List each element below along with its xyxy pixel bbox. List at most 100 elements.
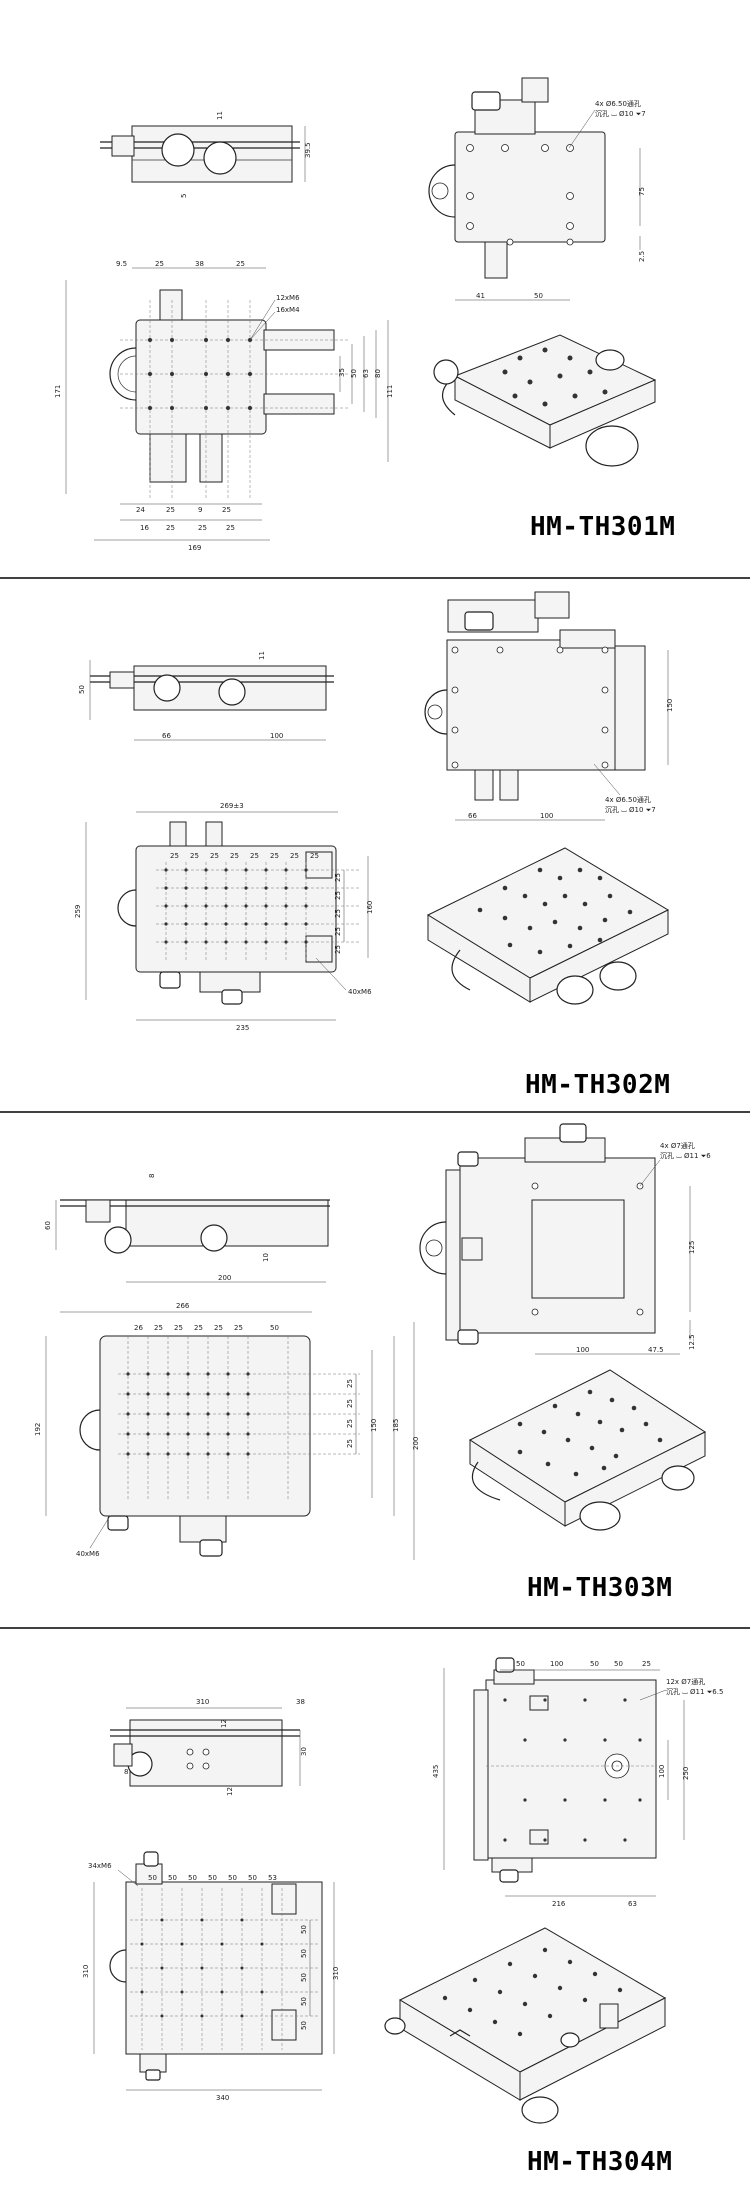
- svg-text:25: 25: [250, 852, 259, 860]
- th303m-top-view: 266 26 25 25 25 25 25 50: [34, 1302, 420, 1560]
- svg-text:50: 50: [300, 1925, 308, 1934]
- svg-text:50: 50: [300, 2021, 308, 2030]
- svg-text:25: 25: [214, 1324, 223, 1332]
- th302m-top-view: 269±3 25 25 25 25 25 25 25 25: [74, 802, 374, 1032]
- svg-text:4x Ø6.50通孔: 4x Ø6.50通孔: [605, 795, 651, 804]
- svg-text:25: 25: [642, 1660, 651, 1668]
- section-hm-th302m: 50 11 66 100 269±3 25 25 25 25: [74, 591, 674, 1100]
- section-hm-th304m: 310 38 30 12 12 8 34xM6: [82, 1657, 723, 2177]
- svg-text:50: 50: [208, 1874, 217, 1882]
- svg-text:171: 171: [54, 385, 62, 398]
- svg-text:50: 50: [300, 1973, 308, 1982]
- svg-text:25: 25: [230, 852, 239, 860]
- svg-text:12: 12: [220, 1719, 228, 1728]
- svg-text:235: 235: [236, 1024, 249, 1032]
- svg-text:100: 100: [576, 1346, 589, 1354]
- svg-text:25: 25: [234, 1324, 243, 1332]
- svg-text:310: 310: [332, 1967, 340, 1980]
- svg-text:34xM6: 34xM6: [88, 1862, 112, 1870]
- svg-text:25: 25: [346, 1379, 354, 1388]
- svg-text:25: 25: [270, 852, 279, 860]
- svg-text:66: 66: [162, 732, 171, 740]
- svg-text:11: 11: [216, 111, 224, 120]
- svg-text:25: 25: [236, 260, 245, 268]
- svg-text:沉孔 ⌴ Ø10 ⏷7: 沉孔 ⌴ Ø10 ⏷7: [605, 806, 656, 814]
- svg-text:16xM4: 16xM4: [276, 306, 300, 314]
- svg-text:50: 50: [270, 1324, 279, 1332]
- svg-text:50: 50: [188, 1874, 197, 1882]
- svg-text:340: 340: [216, 2094, 229, 2102]
- svg-text:8: 8: [124, 1768, 128, 1776]
- svg-text:25: 25: [346, 1419, 354, 1428]
- svg-text:50: 50: [516, 1660, 525, 1668]
- svg-text:25: 25: [155, 260, 164, 268]
- th304m-side-view: 310 38 30 12 12 8: [110, 1698, 308, 1796]
- svg-text:50: 50: [534, 292, 543, 300]
- th303m-side-view: 60 8 200 10: [44, 1174, 330, 1283]
- svg-text:50: 50: [78, 685, 86, 694]
- svg-text:26: 26: [134, 1324, 143, 1332]
- section-hm-th301m: 39.5 11 5 9.5 25 38 25: [54, 77, 675, 552]
- th303m-iso-view: [468, 1369, 707, 1531]
- svg-text:150: 150: [370, 1419, 378, 1432]
- svg-text:4x Ø7通孔: 4x Ø7通孔: [660, 1141, 695, 1150]
- svg-text:25: 25: [334, 927, 342, 936]
- svg-text:310: 310: [196, 1698, 209, 1706]
- svg-text:25: 25: [222, 506, 231, 514]
- svg-text:9.5: 9.5: [116, 260, 127, 268]
- svg-text:100: 100: [658, 1765, 666, 1778]
- svg-text:435: 435: [432, 1765, 440, 1778]
- svg-text:47.5: 47.5: [648, 1346, 664, 1354]
- svg-text:25: 25: [194, 1324, 203, 1332]
- svg-text:25: 25: [174, 1324, 183, 1332]
- svg-text:50: 50: [350, 369, 358, 378]
- svg-text:169: 169: [188, 544, 201, 552]
- svg-text:24: 24: [136, 506, 145, 514]
- svg-text:80: 80: [374, 369, 382, 378]
- th303m-end-view: 4x Ø7通孔 沉孔 ⌴ Ø11 ⏷6 125 12.5 100 47.5: [419, 1123, 711, 1355]
- th301m-end-view: 4x Ø6.50通孔 沉孔 ⌴ Ø10 ⏷7 75 2.5 41 50: [428, 77, 646, 301]
- svg-text:25: 25: [346, 1399, 354, 1408]
- svg-text:沉孔 ⌴ Ø11 ⏷6: 沉孔 ⌴ Ø11 ⏷6: [660, 1152, 711, 1160]
- svg-text:125: 125: [688, 1241, 696, 1254]
- svg-text:25: 25: [334, 891, 342, 900]
- svg-text:50: 50: [300, 1949, 308, 1958]
- svg-text:12: 12: [226, 1787, 234, 1796]
- model-label-hm-th304m: HM-TH304M: [527, 2147, 672, 2177]
- th302m-side-view: 50 11 66 100: [78, 651, 334, 741]
- svg-text:25: 25: [226, 524, 235, 532]
- th304m-top-view: 34xM6 50 50 50 50 50 50 53: [82, 1851, 340, 2102]
- svg-text:192: 192: [34, 1423, 42, 1436]
- svg-text:11: 11: [258, 651, 266, 660]
- th302m-iso-view: [426, 847, 670, 1005]
- svg-text:160: 160: [366, 901, 374, 914]
- svg-text:39.5: 39.5: [304, 142, 312, 158]
- svg-text:25: 25: [346, 1439, 354, 1448]
- svg-text:40xM6: 40xM6: [348, 988, 372, 996]
- svg-text:50: 50: [248, 1874, 257, 1882]
- svg-text:25: 25: [334, 945, 342, 954]
- svg-text:35: 35: [338, 368, 346, 377]
- svg-text:8: 8: [148, 1174, 156, 1178]
- svg-text:30: 30: [300, 1747, 308, 1756]
- th304m-iso-view: [384, 1927, 667, 2124]
- model-label-hm-th302m: HM-TH302M: [525, 1070, 670, 1100]
- svg-text:50: 50: [590, 1660, 599, 1668]
- svg-text:100: 100: [270, 732, 283, 740]
- svg-text:16: 16: [140, 524, 149, 532]
- svg-text:25: 25: [310, 852, 319, 860]
- th301m-side-view: 39.5 11 5: [100, 111, 312, 198]
- svg-text:沉孔 ⌴ Ø11 ⏷6.5: 沉孔 ⌴ Ø11 ⏷6.5: [666, 1688, 723, 1696]
- svg-text:25: 25: [154, 1324, 163, 1332]
- svg-text:63: 63: [628, 1900, 637, 1908]
- svg-text:12x Ø7通孔: 12x Ø7通孔: [666, 1677, 705, 1686]
- svg-text:75: 75: [638, 187, 646, 196]
- svg-text:185: 185: [392, 1419, 400, 1432]
- svg-text:50: 50: [614, 1660, 623, 1668]
- svg-text:200: 200: [218, 1274, 231, 1282]
- svg-text:25: 25: [334, 909, 342, 918]
- th302m-end-view: 4x Ø6.50通孔 沉孔 ⌴ Ø10 ⏷7 150 66 100: [424, 591, 674, 821]
- svg-text:25: 25: [290, 852, 299, 860]
